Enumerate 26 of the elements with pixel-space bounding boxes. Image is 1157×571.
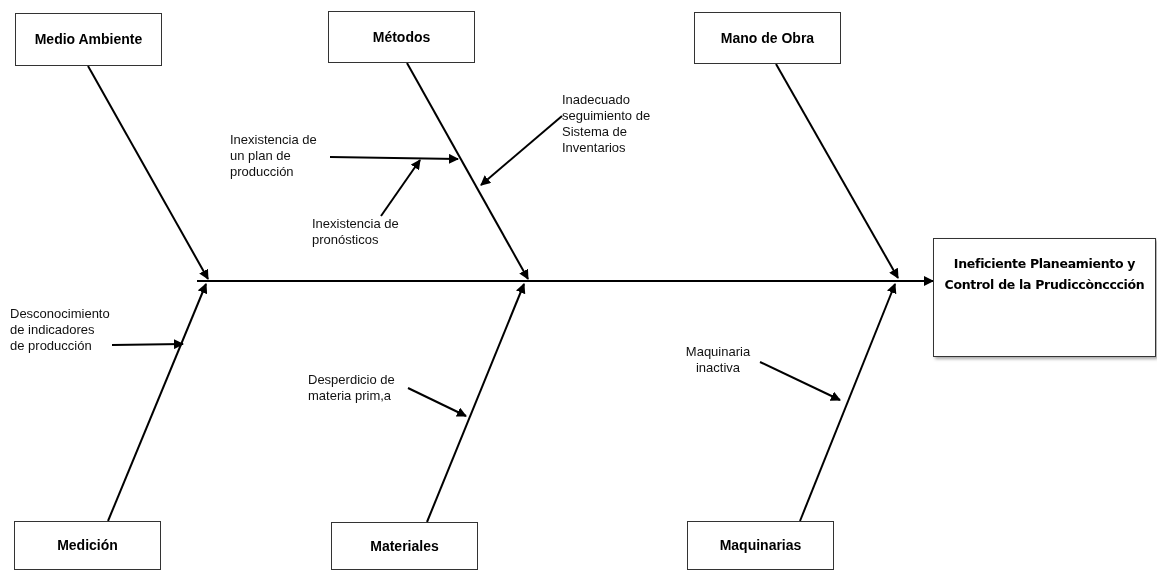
arrow	[775, 63, 899, 279]
arrow	[480, 115, 563, 186]
cause-text: Inexistencia de un plan de producción	[230, 132, 330, 186]
arrow	[799, 283, 897, 522]
category-box: Medio Ambiente	[15, 13, 162, 66]
arrow	[107, 283, 208, 522]
arrow	[759, 361, 841, 401]
category-box: Maquinarias	[687, 521, 834, 570]
arrow	[329, 153, 459, 164]
arrow	[87, 65, 209, 280]
arrow	[406, 62, 529, 280]
cause-text: Maquinaria inactiva	[676, 344, 760, 376]
category-box: Materiales	[331, 522, 478, 570]
category-box: Mano de Obra	[694, 12, 841, 64]
category-box: Medición	[14, 521, 161, 570]
cause-text: Desconocimiento de indicadores de producción	[10, 306, 112, 360]
arrow	[380, 159, 421, 217]
category-box: Métodos	[328, 11, 475, 63]
arrow	[426, 283, 526, 523]
arrow	[111, 339, 184, 350]
cause-text: Inexistencia de pronósticos	[312, 216, 418, 250]
cause-text: Desperdicio de materia prim,a	[308, 372, 408, 412]
arrow	[196, 276, 934, 286]
effect-box: Ineficiente Planeamiento y Control de la Prudiccònccción	[933, 238, 1156, 357]
cause-text: Inadecuado seguimiento de Sistema de Inventarios	[562, 92, 672, 162]
arrow	[407, 387, 467, 417]
